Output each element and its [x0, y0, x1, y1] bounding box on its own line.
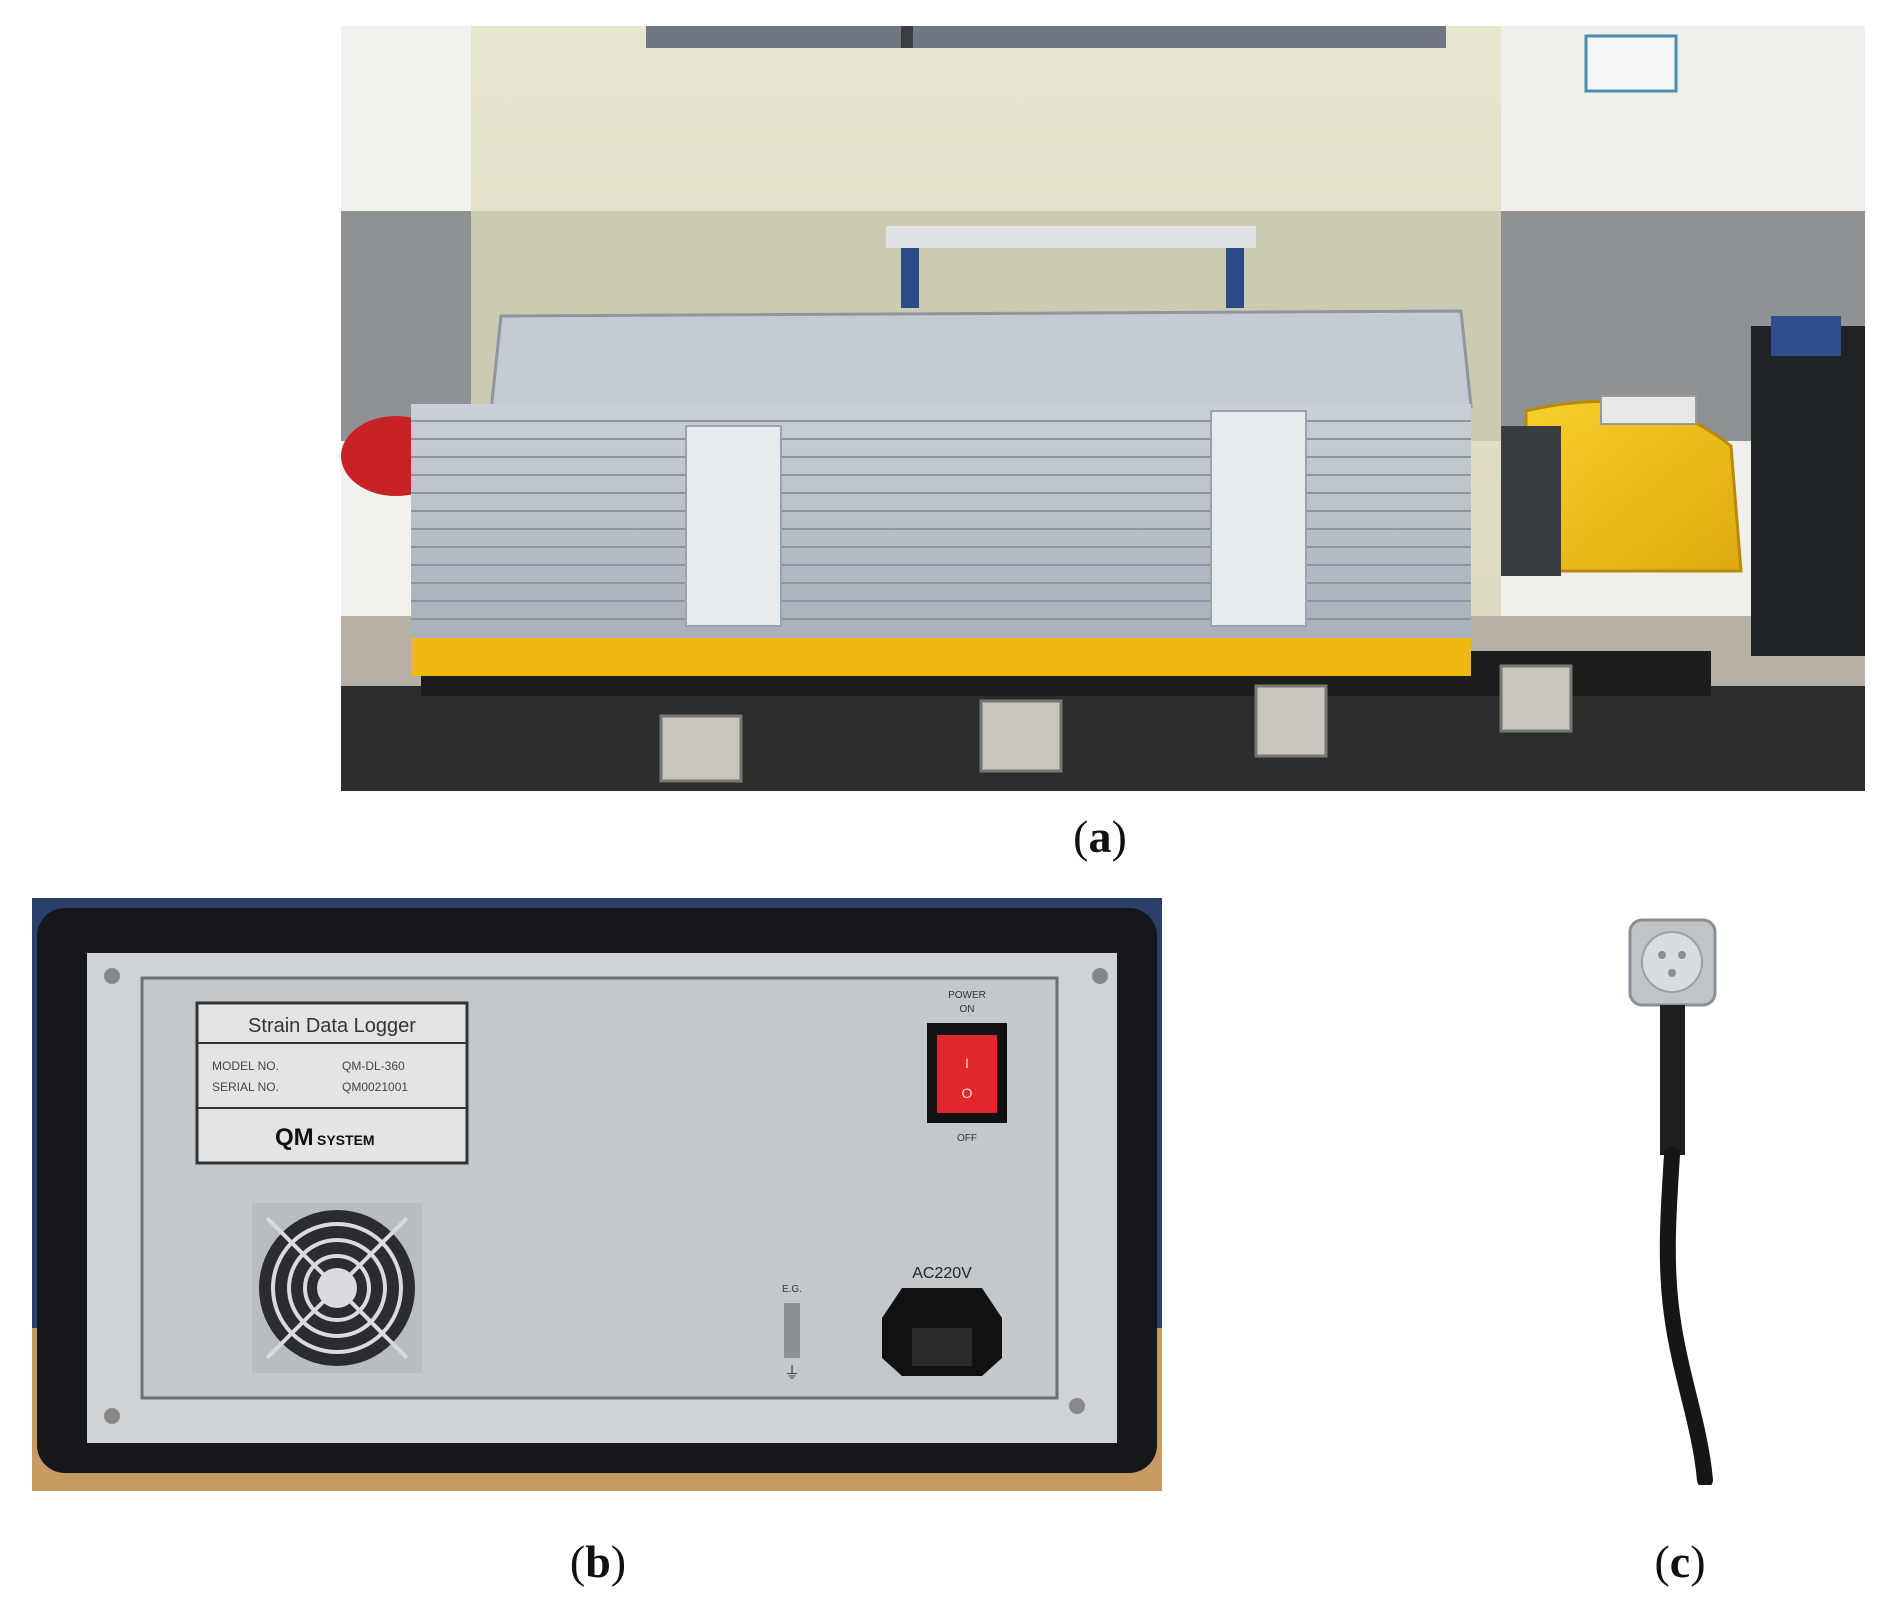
serial-value: QM0021001 — [342, 1080, 408, 1094]
isolation-foot-3 — [1254, 684, 1328, 758]
ac-label: AC220V — [912, 1265, 972, 1282]
isolation-foot-2 — [979, 699, 1063, 773]
switch-on-mark: I — [965, 1055, 969, 1071]
power-on-label: ON — [960, 1004, 975, 1015]
screw-icon — [104, 968, 120, 984]
ground-terminal[interactable] — [784, 1303, 800, 1358]
logger-drawing: Strain Data Logger MODEL NO. QM-DL-360 S… — [32, 898, 1162, 1491]
sensor-connector — [1660, 1005, 1685, 1155]
screw-icon — [1092, 968, 1108, 984]
power-switch[interactable] — [937, 1035, 997, 1113]
caption-b: (b) — [569, 1536, 627, 1587]
photo-accelerometer — [1610, 915, 1750, 1485]
switch-off-mark: O — [962, 1085, 973, 1101]
photo-test-rig — [341, 26, 1865, 791]
yellow-base-plate — [411, 638, 1471, 676]
test-rig-drawing — [341, 26, 1865, 791]
screw-icon — [104, 1408, 120, 1424]
photo-strain-data-logger: Strain Data Logger MODEL NO. QM-DL-360 S… — [32, 898, 1162, 1491]
label-title: Strain Data Logger — [248, 1015, 416, 1037]
brand-logo: QM — [275, 1124, 314, 1151]
wall-sign — [1584, 34, 1678, 93]
serial-label: SERIAL NO. — [212, 1080, 279, 1094]
clamp-block-right — [1210, 410, 1307, 627]
model-value: QM-DL-360 — [342, 1059, 405, 1073]
ground-icon: ⏚ — [784, 1363, 800, 1382]
label-plate — [195, 1001, 469, 1165]
screw-icon — [1069, 1398, 1085, 1414]
isolation-foot-1 — [659, 714, 743, 783]
isolation-foot-4 — [1499, 664, 1573, 733]
right-machine — [1751, 326, 1865, 656]
sensor-box — [1600, 395, 1697, 425]
model-label: MODEL NO. — [212, 1059, 279, 1073]
clamp-block-left — [685, 425, 782, 627]
accelerometer-drawing — [1610, 915, 1750, 1485]
caption-c: (c) — [1654, 1536, 1706, 1587]
power-off-label: OFF — [957, 1133, 977, 1144]
brand-word: SYSTEM — [317, 1132, 375, 1148]
power-label: POWER — [948, 990, 986, 1001]
ground-label: E.G. — [782, 1284, 802, 1295]
caption-a: (a) — [1073, 811, 1127, 862]
sensor-cable — [1659, 1147, 1713, 1485]
